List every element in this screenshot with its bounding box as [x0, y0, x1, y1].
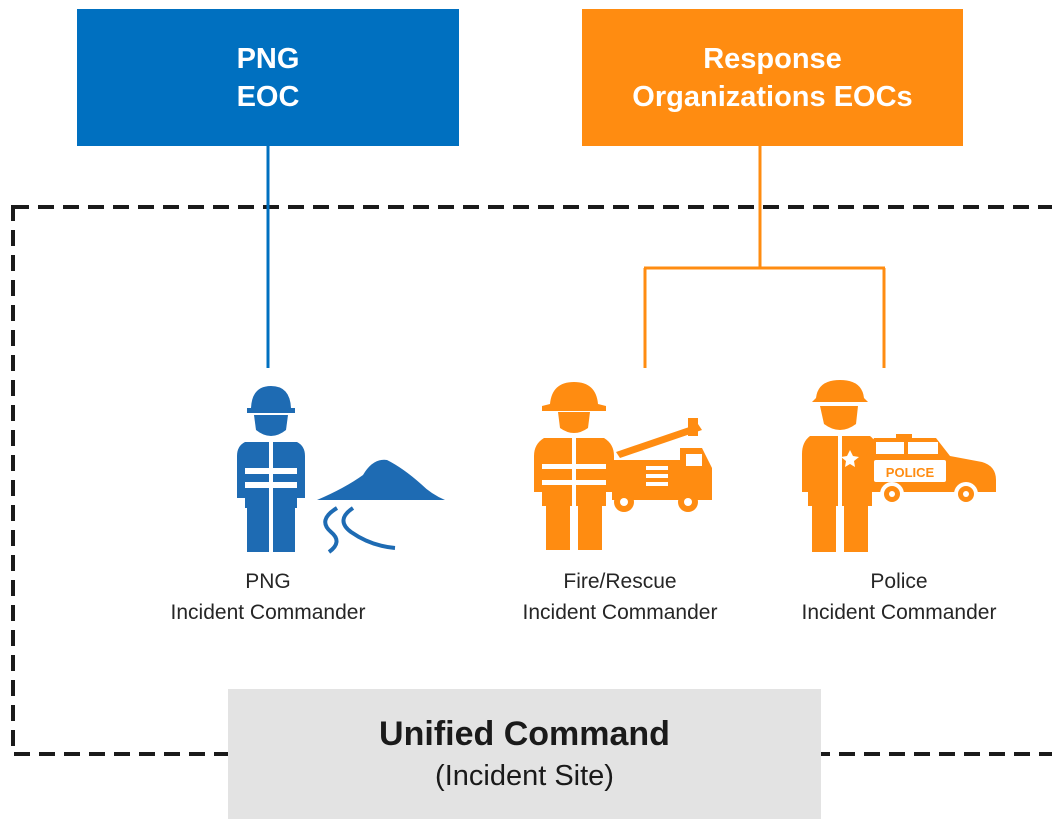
unified-command-title: Unified Command	[379, 715, 670, 753]
response-eoc-line2: Organizations EOCs	[632, 80, 913, 113]
police-commander-title: Incident Commander	[801, 601, 997, 624]
response-eoc-line1: Response	[703, 42, 842, 75]
police-commander-label: Police Incident Commander	[769, 566, 1029, 628]
utility-worker-icon	[237, 386, 445, 554]
png-eoc-line1: PNG	[236, 42, 300, 75]
fire-commander-title: Incident Commander	[522, 601, 718, 624]
png-commander-title: Incident Commander	[170, 601, 366, 624]
png-eoc-line2: EOC	[236, 80, 300, 113]
unified-command-subtitle: (Incident Site)	[435, 760, 614, 792]
response-connector-lines	[643, 146, 886, 368]
police-officer-icon: POLICE	[802, 380, 996, 552]
png-commander-label: PNG Incident Commander	[138, 566, 398, 628]
police-commander-name: Police	[870, 570, 928, 593]
response-eoc-box: Response Organizations EOCs	[582, 9, 963, 146]
fire-commander-label: Fire/Rescue Incident Commander	[490, 566, 750, 628]
png-commander-name: PNG	[245, 570, 291, 593]
firefighter-icon	[534, 382, 712, 550]
unified-command-box: Unified Command (Incident Site)	[228, 689, 821, 819]
police-car-text: POLICE	[886, 465, 935, 480]
png-eoc-box: PNG EOC	[77, 9, 459, 146]
fire-commander-name: Fire/Rescue	[563, 570, 677, 593]
